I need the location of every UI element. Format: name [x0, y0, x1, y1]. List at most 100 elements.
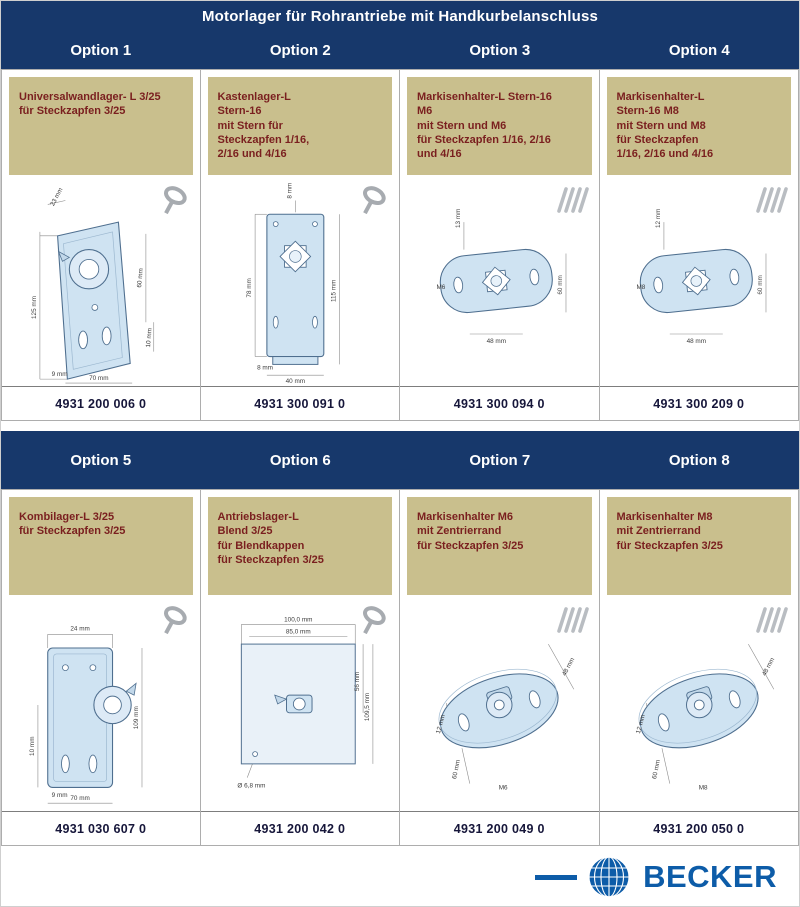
part-number: 4931 200 049 0	[400, 811, 599, 845]
option-header-row-1: Option 1 Option 2 Option 3 Option 4	[1, 31, 799, 69]
svg-text:125 mm: 125 mm	[31, 296, 38, 319]
svg-text:M8: M8	[698, 784, 707, 791]
footer: BECKER	[1, 846, 799, 906]
option-6-description: Antriebslager-L Blend 3/25 für Blendkapp…	[207, 497, 392, 595]
svg-text:60 mm: 60 mm	[557, 275, 564, 294]
option-6-header: Option 6	[269, 451, 331, 469]
svg-text:12 mm: 12 mm	[654, 209, 661, 228]
brand-wordmark: BECKER	[643, 859, 777, 894]
svg-text:109,5 mm: 109,5 mm	[363, 693, 370, 721]
svg-text:70 mm: 70 mm	[89, 375, 108, 382]
svg-text:12 mm: 12 mm	[435, 714, 447, 735]
option-card-1[interactable]: Universalwandlager- L 3/25 für Steckzapf…	[1, 69, 201, 421]
part-number: 4931 200 006 0	[2, 386, 200, 420]
option-6-drawing: 100,0 mm 85,0 mm 56 mm 109,5 mm Ø 6,8 mm	[201, 595, 400, 811]
technical-drawing-universalwandlager: 23 mm 125 mm 60 mm 10 mm 9 mm 70 mm	[31, 187, 155, 384]
option-3-header: Option 3	[469, 41, 531, 59]
svg-text:48 mm: 48 mm	[487, 338, 506, 345]
option-2-drawing: 8 mm 78 mm 115 mm 40 mm 8 mm	[201, 175, 400, 386]
option-8-header: Option 8	[668, 451, 730, 469]
technical-drawing-markisenhalter-stern-m8: 12 mm M8 60 mm 48 mm	[636, 209, 766, 345]
option-card-2[interactable]: Kastenlager-L Stern-16 mit Stern für Ste…	[200, 69, 400, 421]
round-crank-icon	[363, 606, 386, 635]
slash-crank-icon	[556, 607, 589, 633]
svg-text:M6: M6	[499, 784, 508, 791]
svg-text:60 mm: 60 mm	[136, 268, 145, 288]
round-crank-icon	[363, 186, 386, 215]
svg-text:115 mm: 115 mm	[330, 280, 337, 302]
svg-text:12 mm: 12 mm	[634, 714, 646, 735]
svg-text:60 mm: 60 mm	[651, 759, 662, 780]
option-4-header: Option 4	[668, 41, 730, 59]
option-1-drawing: 23 mm 125 mm 60 mm 10 mm 9 mm 70 mm	[2, 175, 200, 386]
svg-text:40 mm: 40 mm	[285, 378, 304, 385]
option-2-header: Option 2	[269, 41, 331, 59]
option-4-description: Markisenhalter-L Stern-16 M8 mit Stern u…	[606, 77, 791, 175]
slash-crank-icon	[756, 607, 788, 633]
svg-text:60 mm: 60 mm	[451, 759, 462, 780]
svg-text:100,0 mm: 100,0 mm	[284, 617, 312, 624]
part-number: 4931 200 042 0	[200, 811, 399, 845]
technical-drawing-antriebslager-blend: 100,0 mm 85,0 mm 56 mm 109,5 mm Ø 6,8 mm	[237, 617, 373, 789]
option-4-drawing: 12 mm M8 60 mm 48 mm	[600, 175, 799, 386]
globe-icon	[588, 856, 630, 898]
svg-text:78 mm: 78 mm	[246, 278, 253, 297]
option-3-drawing: 13 mm M6 60 mm 48 mm	[400, 175, 599, 386]
round-crank-icon	[163, 186, 187, 215]
option-card-6[interactable]: Antriebslager-L Blend 3/25 für Blendkapp…	[200, 489, 400, 846]
option-card-4[interactable]: Markisenhalter-L Stern-16 M8 mit Stern u…	[599, 69, 799, 421]
option-card-7[interactable]: Markisenhalter M6 mit Zentrierrand für S…	[400, 489, 600, 846]
svg-text:23 mm: 23 mm	[49, 187, 64, 207]
technical-drawing-markisenhalter-m6: 48 mm 12 mm 60 mm M6	[435, 643, 576, 791]
svg-text:M8: M8	[636, 284, 645, 291]
svg-text:24 mm: 24 mm	[70, 625, 89, 632]
svg-text:M6: M6	[436, 284, 445, 291]
option-2-description: Kastenlager-L Stern-16 mit Stern für Ste…	[207, 77, 392, 175]
svg-text:Ø 6,8 mm: Ø 6,8 mm	[237, 782, 265, 789]
svg-text:8 mm: 8 mm	[257, 364, 273, 371]
options-row-1: Universalwandlager- L 3/25 für Steckzapf…	[1, 69, 799, 421]
option-5-drawing: 24 mm 109 mm 9 mm 10 mm 70 mm	[2, 595, 200, 811]
svg-text:60 mm: 60 mm	[757, 275, 764, 294]
option-7-description: Markisenhalter M6 mit Zentrierrand für S…	[407, 497, 592, 595]
svg-text:13 mm: 13 mm	[455, 209, 462, 228]
svg-text:70 mm: 70 mm	[70, 795, 89, 802]
page-title: Motorlager für Rohrantriebe mit Handkurb…	[1, 1, 799, 31]
option-card-5[interactable]: Kombilager-L 3/25 für Steckzapfen 3/25	[1, 489, 201, 846]
svg-text:8 mm: 8 mm	[286, 183, 293, 199]
part-number: 4931 300 094 0	[400, 386, 599, 420]
svg-text:9 mm: 9 mm	[52, 371, 68, 378]
technical-drawing-kastenlager: 8 mm 78 mm 115 mm 40 mm 8 mm	[246, 183, 340, 385]
svg-text:48 mm: 48 mm	[760, 657, 775, 677]
option-1-description: Universalwandlager- L 3/25 für Steckzapf…	[9, 77, 193, 175]
options-row-2: Kombilager-L 3/25 für Steckzapfen 3/25	[1, 489, 799, 846]
option-7-drawing: 48 mm 12 mm 60 mm M6	[400, 595, 599, 811]
part-number: 4931 200 050 0	[599, 811, 798, 845]
technical-drawing-kombilager: 24 mm 109 mm 9 mm 10 mm 70 mm	[29, 625, 143, 804]
technical-drawing-markisenhalter-m8: 48 mm 12 mm 60 mm M8	[634, 643, 776, 791]
option-7-header: Option 7	[469, 451, 531, 469]
option-5-description: Kombilager-L 3/25 für Steckzapfen 3/25	[9, 497, 193, 595]
svg-text:109 mm: 109 mm	[133, 706, 140, 729]
option-8-description: Markisenhalter M8 mit Zentrierrand für S…	[606, 497, 791, 595]
option-5-header: Option 5	[70, 451, 132, 469]
option-card-8[interactable]: Markisenhalter M8 mit Zentrierrand für S…	[599, 489, 799, 846]
svg-text:10 mm: 10 mm	[145, 328, 154, 348]
technical-drawing-markisenhalter-stern-m6: 13 mm M6 60 mm 48 mm	[436, 209, 567, 345]
option-8-drawing: 48 mm 12 mm 60 mm M8	[600, 595, 799, 811]
option-card-3[interactable]: Markisenhalter-L Stern-16 M6 mit Stern u…	[400, 69, 600, 421]
part-number: 4931 030 607 0	[2, 811, 200, 845]
part-number: 4931 300 091 0	[200, 386, 399, 420]
option-header-row-2: Option 5 Option 6 Option 7 Option 8	[1, 431, 799, 489]
svg-text:85,0 mm: 85,0 mm	[285, 628, 310, 635]
svg-text:56 mm: 56 mm	[354, 672, 361, 691]
logo-accent-bar	[535, 874, 578, 880]
round-crank-icon	[163, 606, 187, 635]
slash-crank-icon	[556, 187, 589, 213]
option-1-header: Option 1	[70, 41, 132, 59]
svg-text:9 mm: 9 mm	[52, 792, 68, 799]
svg-text:48 mm: 48 mm	[561, 657, 576, 677]
svg-text:10 mm: 10 mm	[29, 736, 36, 755]
becker-logo: BECKER	[535, 855, 777, 899]
